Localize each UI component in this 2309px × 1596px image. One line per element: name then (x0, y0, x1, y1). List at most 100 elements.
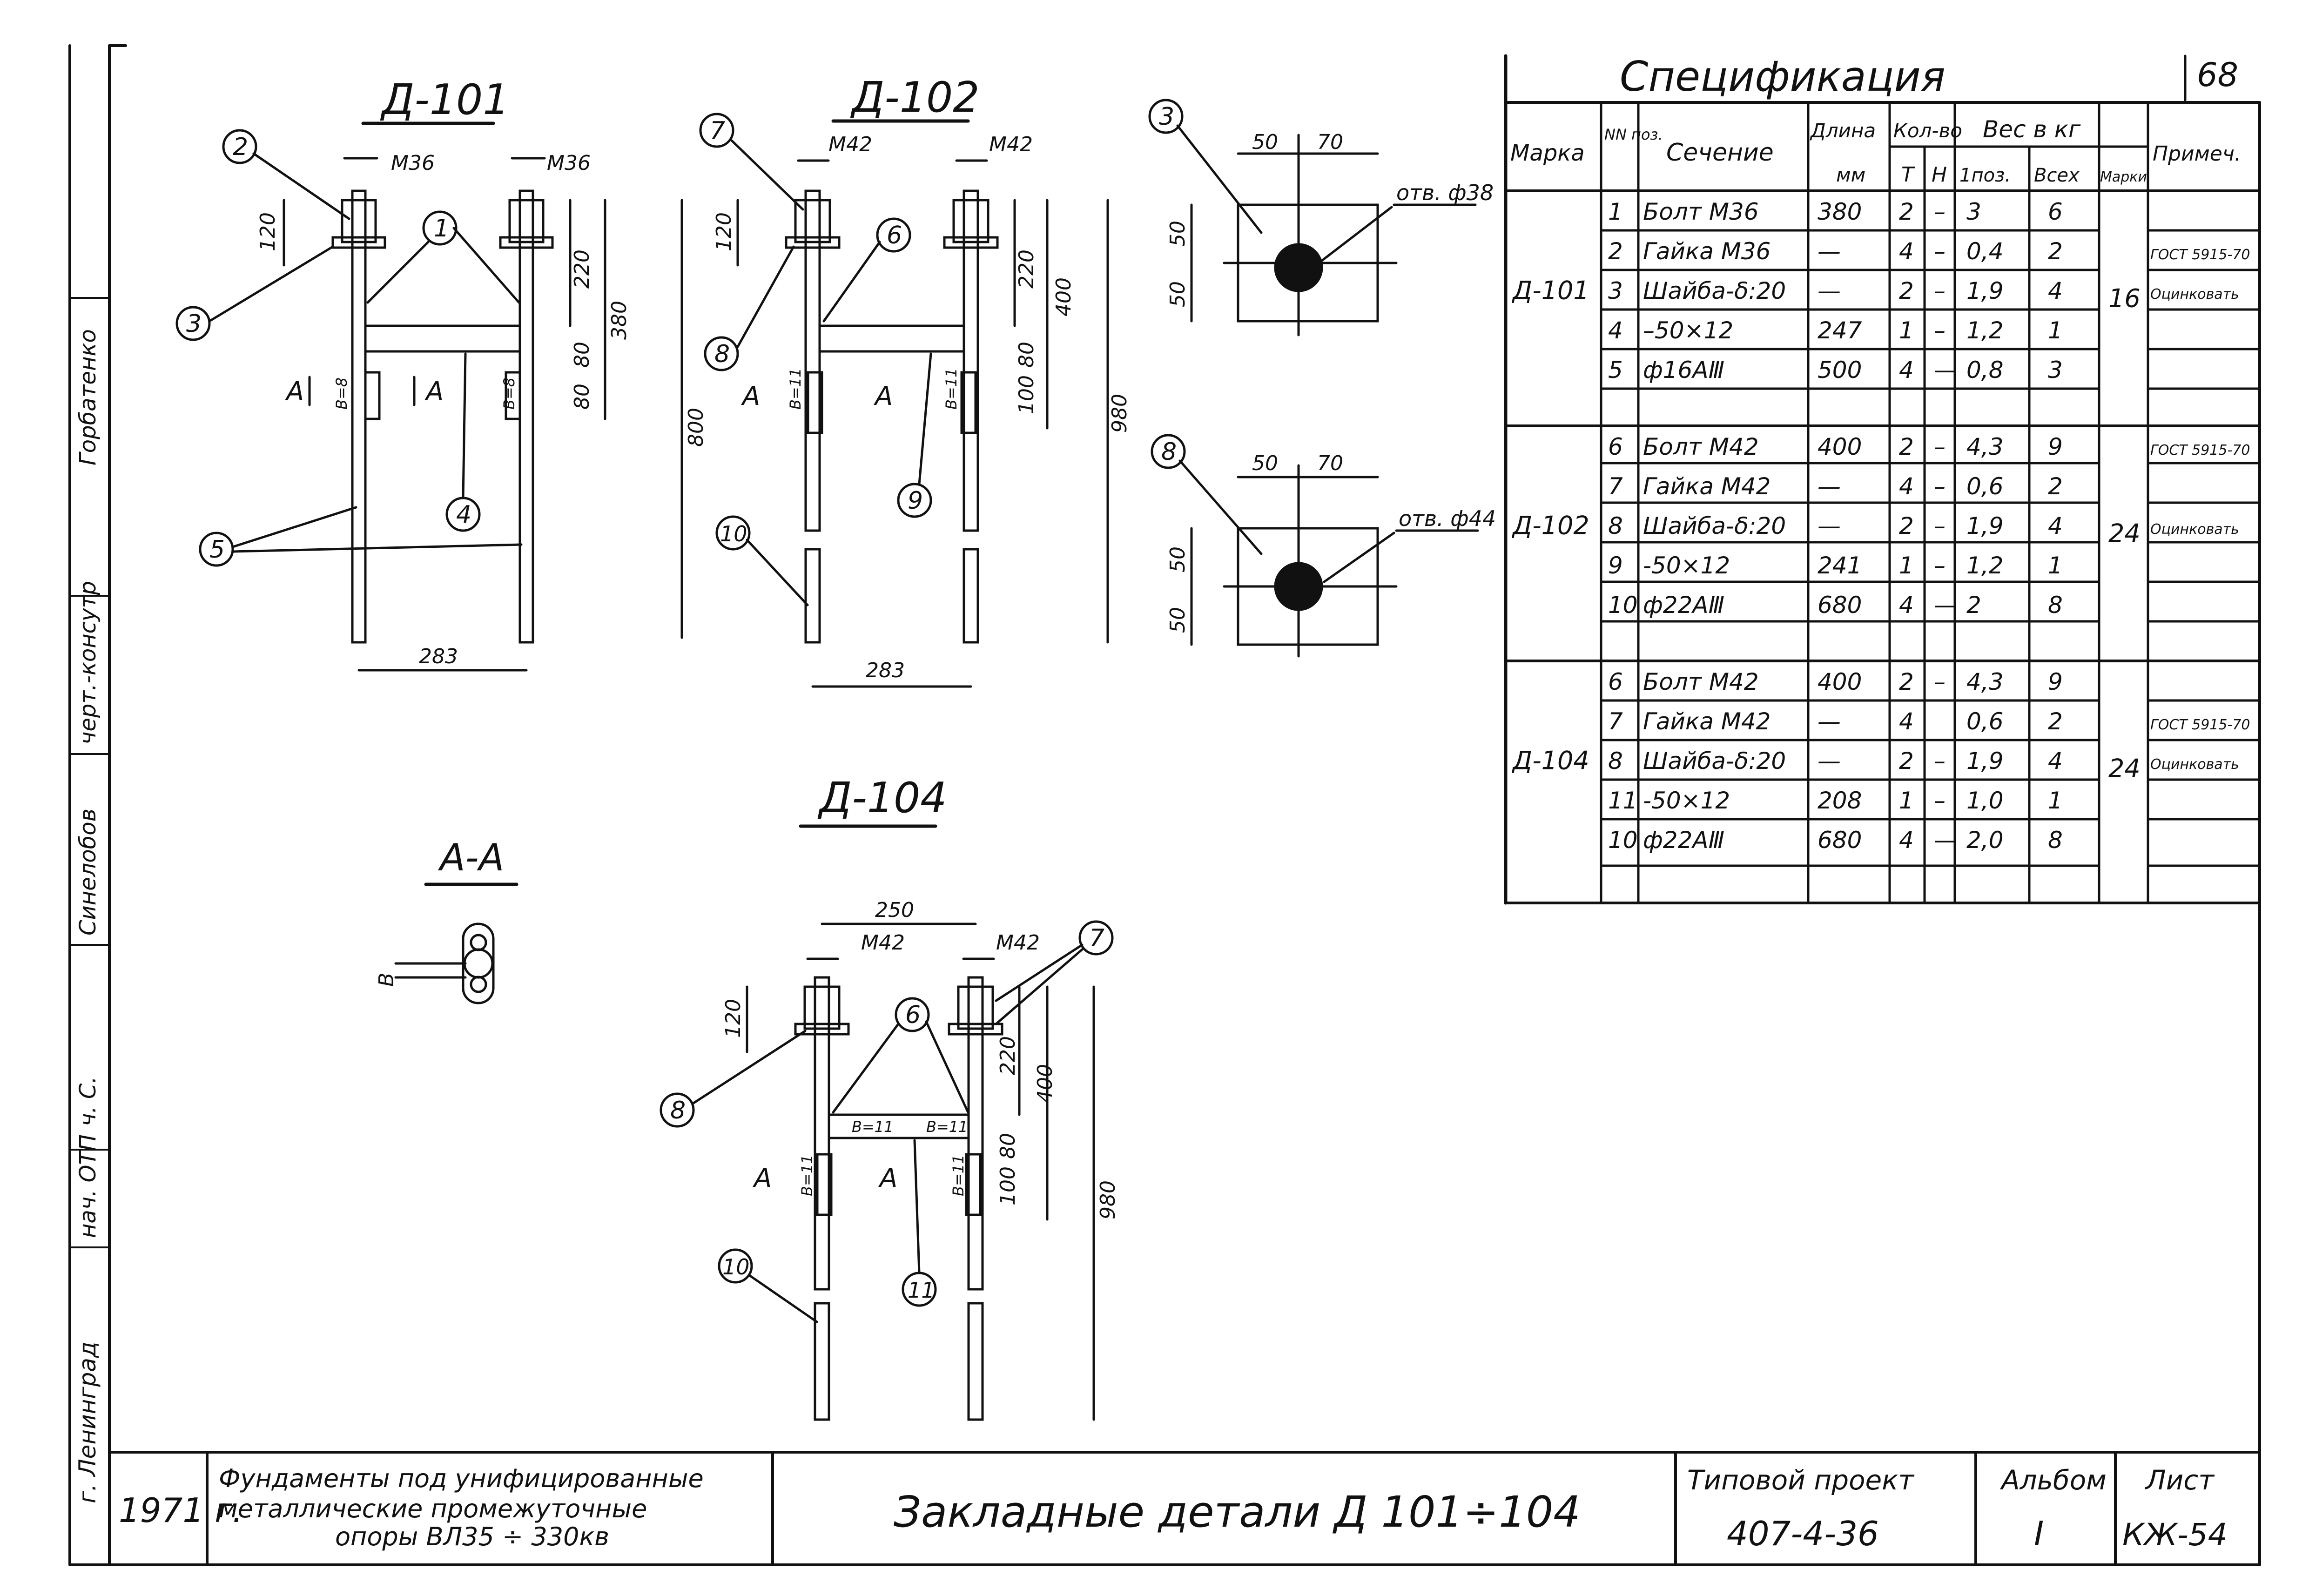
spec-cell-pos: 2 (1608, 238, 1623, 265)
spec-cell-qty-n: – (1934, 238, 1945, 265)
d102-bolt-label-left: М42 (828, 133, 872, 156)
spec-cell-weight-pos: 1,0 (1966, 787, 2004, 814)
d104-callout-10: 10 (722, 1254, 750, 1279)
d102-dim-220: 220 (1015, 249, 1038, 289)
spec-header-note: Примеч. (2153, 142, 2241, 166)
spec-header-section: Сечение (1666, 139, 1774, 167)
spec-cell-section: -50×12 (1643, 787, 1730, 814)
spec-cell-weight-all: 1 (2048, 552, 2063, 579)
d102-callout-6: 6 (887, 222, 902, 249)
spec-cell-weight-all: 6 (2048, 198, 2063, 225)
spec-cell-pos: 3 (1608, 277, 1623, 304)
spec-cell-note: ГОСТ 5915-70 (2150, 717, 2250, 733)
d102-callout-10: 10 (720, 521, 747, 546)
spec-cell-length: 680 (1818, 827, 1862, 854)
spec-cell-qty-n: – (1934, 747, 1945, 774)
spec-cell-qty-t: 2 (1899, 198, 1914, 225)
spec-header-length: Длина (1810, 119, 1876, 142)
spec-header-w-mark: Марки (2100, 169, 2147, 185)
d101-dim-120: 120 (256, 212, 280, 251)
spec-header-marka: Марка (1510, 140, 1585, 166)
spec-cell-length: 208 (1818, 787, 1862, 814)
spec-cell-pos: 6 (1608, 433, 1623, 460)
spec-cell-note: Оцинковать (2150, 521, 2239, 538)
left-approval-strip: Горбатенко черт.-консутр Синелобов ч. С.… (69, 297, 110, 1503)
d104-dim-250: 250 (875, 898, 914, 922)
spec-cell-pos: 6 (1608, 668, 1623, 695)
spec-cell-qty-t: 2 (1899, 277, 1914, 304)
spec-cell-qty-t: 2 (1899, 433, 1914, 460)
d102-callout-9: 9 (908, 487, 923, 515)
spec-cell-length: — (1818, 708, 1841, 735)
d101-section-a-right: A (424, 377, 444, 407)
spec-cell-weight-all: 2 (2048, 238, 2063, 265)
spec-cell-qty-n: – (1934, 552, 1945, 579)
d102-dim-80: 80 (1015, 342, 1038, 368)
spec-title: Спецификация (1620, 53, 1945, 101)
d102-weld-right: B=11 (942, 368, 960, 410)
d104-callout-8: 8 (670, 1097, 686, 1125)
d104-section-a-right: A (878, 1163, 897, 1193)
spec-cell-length: 380 (1818, 198, 1862, 225)
spec-cell-weight-all: 3 (2048, 357, 2063, 384)
spec-cell-qty-t: 1 (1899, 317, 1914, 344)
plate8-hole-label: отв. ф44 (1399, 506, 1496, 531)
spec-cell-weight-pos: 1,9 (1966, 277, 2004, 304)
spec-header-w-pos: 1поз. (1959, 165, 2011, 186)
spec-cell-weight-pos: 3 (1966, 198, 1981, 225)
d101-callout-5: 5 (209, 536, 225, 564)
title-album-label: Альбом (1999, 1464, 2107, 1496)
spec-cell-qty-t: 2 (1899, 747, 1914, 774)
strip-name-2: Синелобов (75, 808, 101, 936)
strip-name-3: ч. С. (75, 1076, 101, 1126)
d104-bolt-label-right: М42 (996, 931, 1040, 955)
d104-callout-6: 6 (905, 1001, 921, 1029)
d101-callout-4: 4 (456, 501, 471, 529)
spec-cell-qty-t: 4 (1899, 473, 1914, 500)
spec-cell-section: Гайка М42 (1643, 708, 1771, 735)
strip-name-1: Горбатенко (75, 329, 101, 465)
title-project-desc-2: металлические промежуточные (219, 1494, 647, 1523)
spec-table-text: 6 8 Спецификация Марка NN поз. Сечение Дл… (1510, 53, 2250, 854)
plate3-dim-50: 50 (1252, 130, 1278, 154)
d101-dim-80-a: 80 (570, 342, 594, 368)
spec-cell-weight-all: 1 (2048, 787, 2063, 814)
spec-header-length-unit: мм (1836, 163, 1865, 186)
spec-cell-weight-pos: 1,9 (1966, 747, 2004, 774)
spec-cell-qty-t: 4 (1899, 592, 1914, 619)
spec-cell-pos: 11 (1608, 787, 1638, 814)
spec-cell-weight-pos: 4,3 (1966, 668, 2004, 695)
spec-cell-qty-n: — (1934, 827, 1957, 854)
d104-title: Д-104 (817, 774, 947, 822)
title-drawing-name: Закладные детали Д 101÷104 (894, 1487, 1581, 1537)
plate3-hole-label: отв. ф38 (1396, 180, 1494, 205)
spec-header-nn: NN поз. (1604, 126, 1663, 143)
title-project-number: 407-4-36 (1727, 1514, 1879, 1553)
spec-cell-section: Шайба-δ:20 (1643, 512, 1786, 539)
spec-cell-qty-t: 1 (1899, 787, 1914, 814)
spec-cell-weight-pos: 1,2 (1966, 317, 2004, 344)
spec-cell-qty-n: – (1934, 473, 1945, 500)
d101-title: Д-101 (380, 75, 510, 124)
spec-cell-section: -50×12 (1643, 552, 1730, 579)
spec-cell-weight-all: 8 (2048, 592, 2063, 619)
spec-cell-weight-pos: 0,6 (1966, 473, 2004, 500)
spec-cell-marka: Д-101 (1512, 276, 1589, 305)
title-block-text: 1971 г. Фундаменты под унифицированные м… (119, 1464, 2228, 1553)
d104-dim-980: 980 (1096, 1180, 1120, 1219)
section-aa: А-А B (375, 836, 518, 1004)
spec-cell-note: Оцинковать (2150, 756, 2239, 773)
spec-cell-qty-t: 4 (1899, 827, 1914, 854)
d104-weld-plate-left: B=11 (852, 1118, 893, 1136)
spec-cell-weight-all: 1 (2048, 317, 2063, 344)
d101-dim-80-b: 80 (570, 384, 594, 410)
d104-dim-400: 400 (1033, 1064, 1057, 1103)
d101-bolt-label-left: М36 (391, 151, 435, 175)
spec-cell-pos: 8 (1608, 747, 1623, 774)
title-album-number: I (2034, 1514, 2044, 1553)
spec-cell-qty-n: — (1934, 357, 1957, 384)
spec-cell-pos: 1 (1608, 198, 1623, 225)
d104-section-a-left: A (753, 1163, 772, 1193)
d102-section-a-left: A (741, 381, 760, 411)
d104-callout-11: 11 (908, 1278, 935, 1303)
